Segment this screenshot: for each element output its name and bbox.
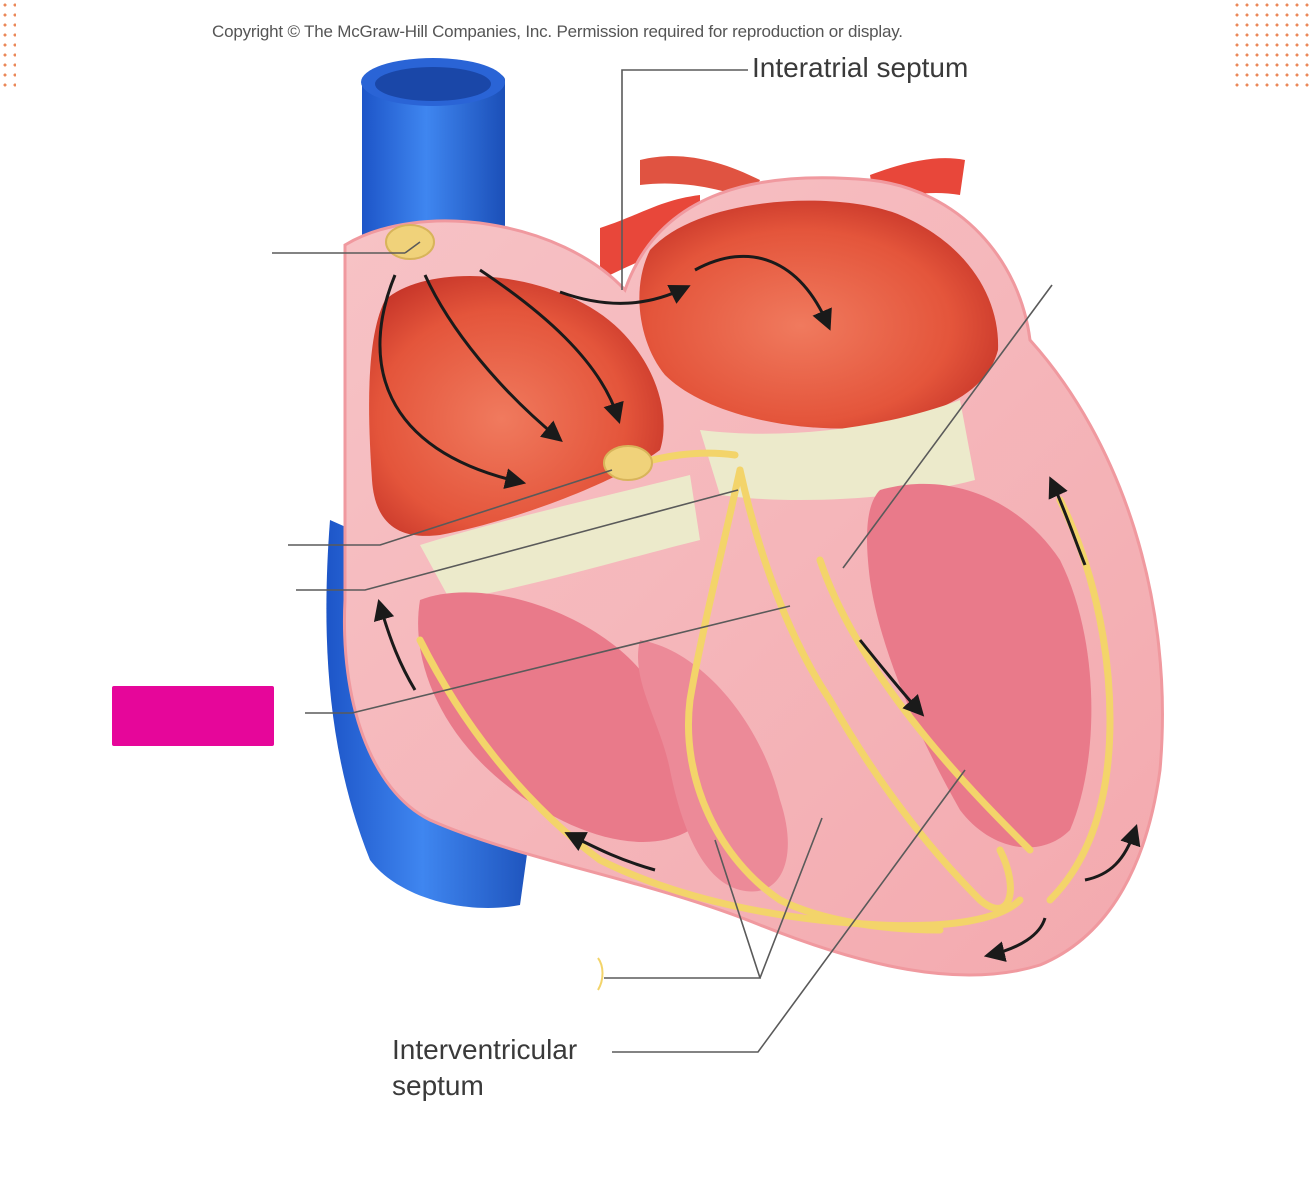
- small-mark: [597, 957, 604, 991]
- mitral-valve: [700, 400, 975, 500]
- leader-interventricular-septum: [612, 769, 966, 1053]
- superior-vena-cava: [361, 58, 505, 250]
- leader-interatrial-septum: [621, 69, 748, 290]
- arrow-icon: [373, 254, 1141, 962]
- av-node: [603, 445, 653, 481]
- leader-right-label: [842, 284, 1053, 569]
- right-atrium: [369, 276, 664, 536]
- leader-purkinje-fibers: [604, 817, 823, 979]
- leader-sa-node: [272, 241, 421, 254]
- leader-av-node: [288, 469, 613, 546]
- decorative-dots-left: [0, 0, 16, 90]
- sa-node: [385, 224, 435, 260]
- label-interventricular-septum: Interventricular septum: [392, 1032, 577, 1104]
- label-interventricular-line1: Interventricular: [392, 1034, 578, 1065]
- left-ventricle: [867, 483, 1092, 848]
- ventricle-trabeculae: [637, 640, 788, 892]
- conduction-system: [416, 449, 1114, 934]
- leader-lines: [272, 69, 1053, 1053]
- leader-bundle-branches: [305, 605, 791, 714]
- redaction-box: [112, 686, 274, 746]
- label-interatrial-septum: Interatrial septum: [752, 52, 969, 83]
- decorative-dots-right: [1232, 0, 1312, 90]
- right-ventricle: [418, 592, 693, 842]
- label-interventricular-line2: septum: [392, 1070, 484, 1101]
- copyright-notice: Copyright © The McGraw-Hill Companies, I…: [212, 22, 903, 41]
- leader-av-bundle: [296, 489, 739, 591]
